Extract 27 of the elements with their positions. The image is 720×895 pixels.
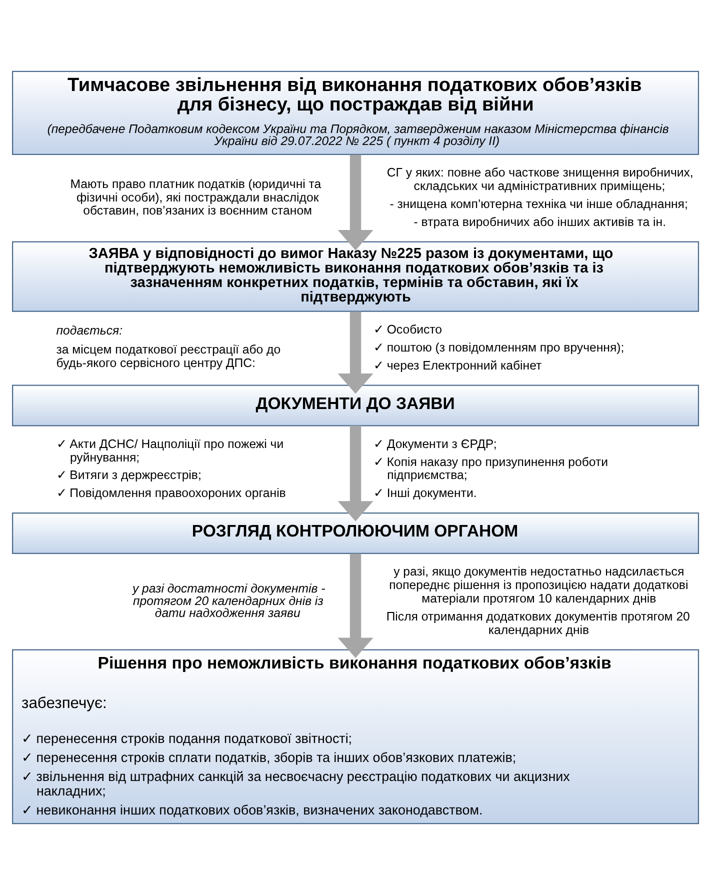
label: - знищена комп’ютерна техніка чи інше обладнання; bbox=[390, 196, 688, 211]
label: ✓ Повідомлення правоохороних органів bbox=[56, 486, 286, 500]
label: ✓ Витяги з держреєстрів; bbox=[56, 468, 202, 482]
node-box: РОЗГЛЯД КОНТРОЛЮЮЧИМ ОРГАНОМ bbox=[12, 512, 700, 554]
label: ✓ Копія наказу про призупинення роботи підприємства; bbox=[373, 454, 608, 482]
label: ✓ через Електронний кабінет bbox=[373, 358, 542, 372]
node-box: Тимчасове звільнення від виконання податкових обов’язків для бізнесу, що постраждав від війни (передбачене Податковим кодексом України та Порядком, затвердженим наказом Міністерства фінансів України від 29.07.2022 № 225 ( пункт 4 розділу ІІ) bbox=[12, 70, 700, 155]
label: ✓ Акти ДСНС/ Нацполіції про пожежі чи руйнування; bbox=[56, 436, 284, 464]
label: у разі, якщо документів недостатньо надсилається попереднє рішення із пропозицією надати додаткові матеріали протягом 10 календарних днів bbox=[389, 564, 688, 606]
label: СГ у яких: повне або часткове знищення виробничих, складських чи адміністративних приміщень; bbox=[386, 166, 694, 194]
node-box: ЗАЯВА у відповідності до вимог Наказу №225 разом із документами, що підтверджують неможливість виконання податкових обов’язків та із зазначенням конкретних податків, термінів та обставин, які їх підтверджують bbox=[12, 241, 700, 312]
label: ✓ поштою (з повідомленням про вручення); bbox=[373, 340, 624, 354]
arrow bbox=[338, 312, 374, 394]
label: у разі достатності документів - протягом 20 календарних днів із дати надходження заяви bbox=[132, 581, 326, 620]
label: - втрата виробничих або інших активів та ін. bbox=[414, 214, 666, 229]
label: за місцем податкової реєстрації або до будь-якого сервісного центру ДПС: bbox=[56, 342, 281, 370]
label: Мають право платник податків (юридичні та фізичні особи), які постраждали внаслідок обставин, пов’язаних із воєнним станом bbox=[70, 176, 322, 218]
node-box: Рішення про неможливість виконання податкових обов’язків забезпечує: ✓ перенесення строків подання податкової звітності; ✓ перенесення строків сплати податків, зборів та інших обов’язкових платежів; ✓ звільнення від штрафних санкцій за несвоєчасну реєстрацію податкових чи акцизних накладних; ✓ невиконання інших податкових обов’язків, визначених законодавством. bbox=[12, 649, 700, 824]
node-box: ДОКУМЕНТИ ДО ЗАЯВИ bbox=[12, 384, 700, 426]
label: подається: bbox=[56, 324, 123, 338]
label: ✓ Документи з ЄРДР; bbox=[373, 436, 497, 451]
label: ✓ Особисто bbox=[373, 322, 442, 337]
arrow bbox=[338, 554, 374, 658]
label: ✓ Інші документи. bbox=[373, 486, 477, 500]
label: Після отримання додаткових документів протягом 20 календарних днів bbox=[386, 609, 690, 637]
arrow bbox=[338, 426, 374, 522]
arrow bbox=[338, 154, 374, 250]
